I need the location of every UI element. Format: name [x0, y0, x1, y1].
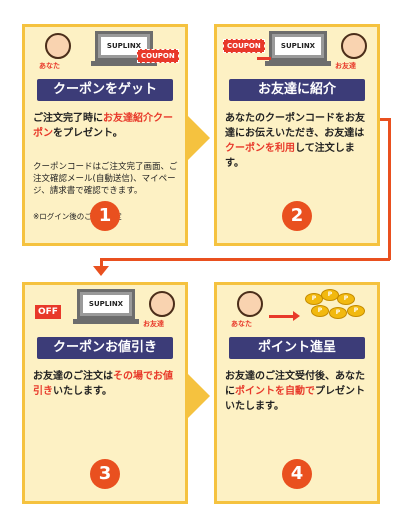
coupon-tag-icon: COUPON: [137, 49, 179, 63]
man-avatar-icon: [341, 33, 367, 59]
friend-label: お友達: [143, 320, 164, 328]
you-label: あなた: [231, 320, 252, 328]
point-coin-icon: P: [329, 307, 347, 319]
laptop-icon: SUPLINX: [269, 31, 327, 61]
step-3-desc-highlight: その場でお値引き: [33, 371, 173, 397]
woman-avatar-icon: [237, 291, 263, 317]
red-arrow-icon: [257, 57, 271, 60]
step-1-title: クーポンをゲット: [37, 79, 173, 101]
step-4-title: ポイント進呈: [229, 337, 365, 359]
connector-line: [380, 118, 390, 121]
laptop-brand: SUPLINX: [101, 37, 147, 55]
arrow-down-icon: [93, 266, 109, 276]
point-coin-icon: P: [311, 305, 329, 317]
laptop-brand: SUPLINX: [275, 37, 321, 55]
step-2-desc-a: あなたのクーポンコードをお友達にお伝えいただき、お友達は: [225, 113, 365, 139]
laptop-base: [91, 61, 157, 66]
coupon-tag-icon: COUPON: [223, 39, 265, 53]
red-arrow-icon: [269, 315, 293, 318]
connector-line: [388, 118, 391, 260]
connector-line: [100, 258, 103, 268]
step-1-description: ご注文完了時にお友達紹介クーポンをプレゼント。: [33, 111, 179, 141]
step-1-note: ※ログイン後のご注文限定: [33, 212, 122, 221]
step-3-desc-b: いたします。: [53, 386, 112, 397]
step-3-desc-a: お友達のご注文は: [33, 371, 113, 382]
laptop-base: [73, 319, 139, 324]
step-1-desc-b: をプレゼント。: [53, 128, 123, 139]
laptop-brand: SUPLINX: [83, 295, 129, 313]
step-4-number: 4: [282, 459, 312, 489]
step-4-panel: あなた P P P P P P ポイント進呈 お友達のご注文受付後、あなたにポイ…: [214, 282, 380, 504]
step-2-panel: COUPON SUPLINX お友達 お友達に紹介 あなたのクーポンコードをお友…: [214, 24, 380, 246]
step-3-title: クーポンお値引き: [37, 337, 173, 359]
step-4-description: お友達のご注文受付後、あなたにポイントを自動でプレゼントいたします。: [225, 369, 371, 414]
man-avatar-icon: [149, 291, 175, 317]
step-2-desc-highlight: クーポンを利用: [225, 143, 295, 154]
step-3-description: お友達のご注文はその場でお値引きいたします。: [33, 369, 179, 399]
woman-avatar-icon: [45, 33, 71, 59]
arrow-right-2-icon: [188, 374, 210, 418]
step-4-desc-a: お友達のご注文受付後、あなたに: [225, 371, 365, 397]
step-2-number: 2: [282, 201, 312, 231]
step-4-desc-highlight: ポイントを自動で: [235, 386, 315, 397]
point-coin-icon: P: [321, 289, 339, 301]
you-label: あなた: [39, 62, 60, 70]
red-arrow-head-icon: [293, 311, 300, 321]
step-1-panel: あなた SUPLINX COUPON クーポンをゲット ご注文完了時にお友達紹介…: [22, 24, 188, 246]
step-1-number: 1: [90, 201, 120, 231]
laptop-base: [265, 61, 331, 66]
point-coin-icon: P: [347, 305, 365, 317]
step-2-description: あなたのクーポンコードをお友達にお伝えいただき、お友達はクーポンを利用して注文し…: [225, 111, 371, 171]
point-coin-icon: P: [337, 293, 355, 305]
step-1-subtext: クーポンコードはご注文完了画面、ご注文確認メール(自動送信)、マイページ、請求書…: [33, 162, 178, 196]
arrow-right-1-icon: [188, 116, 210, 160]
step-3-number: 3: [90, 459, 120, 489]
step-2-desc-b: して注文します。: [225, 143, 355, 169]
step-1-desc-highlight: お友達紹介クーポン: [33, 113, 173, 139]
step-1-desc-a: ご注文完了時に: [33, 113, 103, 124]
step-4-desc-b: プレゼントいたします。: [225, 386, 365, 412]
connector-line: [100, 258, 390, 261]
off-tag-icon: OFF: [35, 305, 61, 319]
step-2-title: お友達に紹介: [229, 79, 365, 101]
laptop-icon: SUPLINX: [77, 289, 135, 319]
laptop-icon: SUPLINX: [95, 31, 153, 61]
friend-label: お友達: [335, 62, 356, 70]
step-3-panel: OFF SUPLINX お友達 クーポンお値引き お友達のご注文はその場でお値引…: [22, 282, 188, 504]
